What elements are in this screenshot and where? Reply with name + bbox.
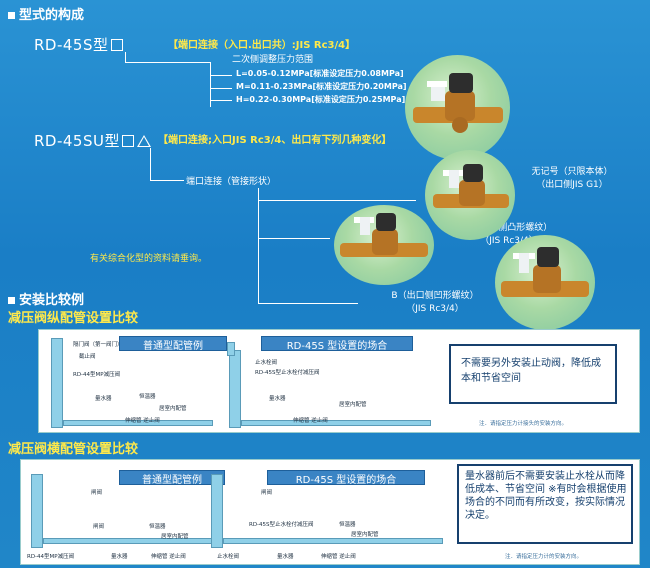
panel1-label: 隔门阀（第一阀门） [73, 342, 123, 348]
panel2-label: 居室内配管 [161, 534, 189, 540]
panel2-label: 伸缩管 逆止阀 [151, 554, 186, 560]
pressure-range-heading: 二次侧调整压力范围 [232, 55, 314, 65]
variant-p: P（出口侧凸形螺纹）（JIS Rc3/4） [465, 223, 553, 246]
pressure-item-m: M=0.11-0.23MPa[标准设定压力0.20MPa] [236, 82, 407, 91]
comparison-panel-horizontal: 普通型配管例 RD-45S 型设置的场合 闸阀 闸阀 恒温器 居室内配管 RD-… [20, 459, 640, 565]
panel2-left-header: 普通型配管例 [119, 470, 225, 486]
panel1-label: 居室内配管 [339, 402, 367, 408]
panel1-note: 注．请指定压力计接头的安装方向。 [479, 421, 568, 427]
panel2-label: RD-44型MP减压阀 [27, 554, 75, 560]
section-subtitle-vertical: 减压阀纵配管设置比较 [8, 311, 139, 326]
panel2-benefit: 量水器前后不需要安装止水栓从而降低成本、节省空间 ※有时会根据使用场合的不同而有… [465, 471, 627, 521]
panel1-label: RD-45S型止水栓付减压阀 [255, 370, 320, 376]
model-code-box [121, 135, 134, 147]
panel2-benefit-box: 量水器前后不需要安装止水栓从而降低成本、节省空间 ※有时会根据使用场合的不同而有… [457, 464, 633, 544]
variant-none: 无记号（只限本体）（出口侧JIS G1） [531, 167, 613, 190]
panel2-label: 闸阀 [261, 490, 273, 496]
panel2-label: RD-45S型止水栓付减压阀 [249, 522, 314, 528]
panel1-right-header: RD-45S 型设置的场合 [261, 336, 413, 352]
panel2-label: 伸缩管 逆止阀 [321, 554, 356, 560]
panel2-label: 恒温器 [149, 524, 166, 530]
panel1-label: 伸缩管 逆止阀 [293, 418, 328, 424]
panel1-left-header: 普通型配管例 [119, 336, 227, 352]
valve-photo-rd45s [405, 55, 510, 160]
model-rd45su: RD-45SU型 [34, 130, 151, 151]
panel1-benefit-box: 不需要另外安装止动阀，降低成本和节省空间 [449, 344, 617, 404]
panel1-label: 止水栓阀 [255, 360, 278, 366]
panel1-label: 量水器 [269, 396, 286, 402]
connection-heading: 端口连接（管接形状） [186, 177, 277, 187]
valve-photo-variant-p [334, 205, 434, 285]
panel1-label: 伸缩管 逆止阀 [125, 418, 160, 424]
panel2-label: 量水器 [111, 554, 128, 560]
comparison-panel-vertical: 普通型配管例 RD-45S 型设置的场合 隔门阀（第一阀门） 截止阀 RD-44… [38, 329, 640, 433]
section-title-composition: 型式的构成 [8, 4, 84, 23]
panel1-label: 截止阀 [79, 354, 96, 360]
panel2-label: 止水栓阀 [217, 554, 240, 560]
panel2-label: 恒温器 [339, 522, 356, 528]
panel2-note: 注．请指定压力计的安装方向。 [505, 554, 583, 560]
panel2-label: 闸阀 [93, 524, 105, 530]
panel2-right-header: RD-45S 型设置的场合 [267, 470, 425, 486]
model-rd45s-connection: 【端口连接（入口.出口共）:JIS Rc3/4】 [168, 40, 356, 51]
model-code-box [110, 39, 123, 51]
panel1-label: 量水器 [95, 396, 112, 402]
panel2-label: 闸阀 [91, 490, 103, 496]
composite-note: 有关综合化型的资料请垂询。 [90, 254, 208, 264]
panel1-benefit: 不需要另外安装止动阀，降低成本和节省空间 [461, 358, 601, 384]
pressure-item-h: H=0.22-0.30MPa[标准设定压力0.25MPa] [236, 95, 406, 104]
panel2-label: 居室内配管 [351, 532, 379, 538]
valve-photo-variant-none [425, 150, 515, 240]
panel1-label: 居室内配管 [159, 406, 187, 412]
panel1-label: 恒温器 [139, 394, 156, 400]
variant-triangle-icon [136, 135, 151, 147]
panel2-label: 量水器 [277, 554, 294, 560]
section-title-horizontal: 减压阀横配管设置比较 [8, 442, 139, 457]
pressure-item-l: L=0.05-0.12MPa[标准设定压力0.08MPa] [236, 69, 404, 78]
model-rd45s: RD-45S型 [34, 34, 123, 55]
valve-photo-variant-b [495, 235, 595, 330]
section-title-install: 安装比较例 [8, 289, 84, 308]
panel1-label: RD-44型MP减压阀 [73, 372, 121, 378]
model-rd45su-connection: 【端口连接;入口JIS Rc3/4、出口有下列几种变化】 [158, 135, 392, 146]
variant-b: B（出口侧凹形螺纹）（JIS Rc3/4） [391, 291, 479, 314]
